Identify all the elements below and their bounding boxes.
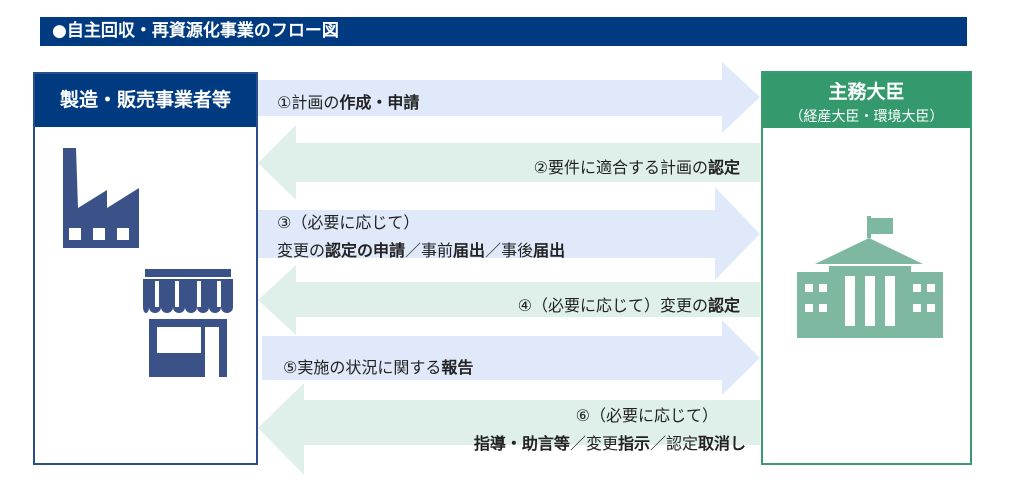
arrow-step-4 bbox=[258, 265, 760, 335]
title-bar: ●自主回収・再資源化事業のフロー図 bbox=[40, 17, 967, 46]
manufacturer-box: 製造・販売事業者等 bbox=[33, 72, 258, 465]
title: ●自主回収・再資源化事業のフロー図 bbox=[52, 21, 339, 41]
step-5-label: ⑤実施の状況に関する報告 bbox=[283, 354, 473, 378]
minister-sublabel: （経産大臣・環境大臣） bbox=[789, 109, 944, 125]
arrow-step-1 bbox=[258, 62, 760, 133]
step-3-text: ／事後 bbox=[485, 241, 534, 260]
minister-box: 主務大臣 （経産大臣・環境大臣） bbox=[761, 71, 972, 465]
step-2-label: ②要件に適合する計画の認定 bbox=[534, 154, 740, 178]
step-5-text: ⑤実施の状況に関する bbox=[283, 358, 442, 377]
step-2-text: ②要件に適合する計画の bbox=[533, 158, 708, 177]
arrow-step-3 bbox=[258, 187, 760, 280]
step-3-emphasis: 届出 bbox=[453, 241, 486, 260]
step-4-emphasis: 認定 bbox=[707, 296, 740, 315]
step-6-emphasis: 指示 bbox=[617, 434, 650, 453]
step-6-label: ⑥（必要に応じて） 指導・助言等／変更指示／認定取消し bbox=[474, 402, 746, 454]
step-6-emphasis: 指導・助言等 bbox=[473, 434, 570, 453]
factory-icon bbox=[63, 148, 139, 248]
step-3-text: ／事前 bbox=[405, 241, 454, 260]
minister-header: 主務大臣 （経産大臣・環境大臣） bbox=[763, 73, 970, 128]
arrow-step-2 bbox=[258, 125, 760, 200]
shop-icon bbox=[143, 269, 233, 377]
step-1-text: ①計画の bbox=[277, 93, 340, 112]
step-6-line1: ⑥（必要に応じて） bbox=[575, 406, 718, 425]
manufacturer-label: 製造・販売事業者等 bbox=[35, 74, 256, 127]
step-3-text: 変更の bbox=[277, 241, 326, 260]
step-1-emphasis: 作成・申請 bbox=[339, 93, 420, 112]
step-6-emphasis: 取消し bbox=[697, 434, 746, 453]
step-4-text: ④（必要に応じて）変更の bbox=[517, 296, 708, 315]
step-3-label: ③（必要に応じて） 変更の認定の申請／事前届出／事後届出 bbox=[277, 209, 565, 261]
step-3-line1: ③（必要に応じて） bbox=[277, 213, 420, 232]
minister-label: 主務大臣 bbox=[828, 81, 905, 103]
government-building-icon bbox=[797, 216, 943, 338]
step-3-emphasis: 届出 bbox=[533, 241, 566, 260]
step-4-label: ④（必要に応じて）変更の認定 bbox=[518, 292, 740, 316]
step-6-text: ／変更 bbox=[569, 434, 618, 453]
step-1-label: ①計画の作成・申請 bbox=[277, 89, 419, 113]
arrow-step-6 bbox=[258, 383, 760, 475]
step-2-emphasis: 認定 bbox=[707, 158, 740, 177]
step-3-emphasis: 認定の申請 bbox=[325, 241, 406, 260]
step-5-emphasis: 報告 bbox=[441, 358, 474, 377]
arrow-step-5 bbox=[262, 320, 760, 395]
step-6-text: ／認定 bbox=[649, 434, 698, 453]
